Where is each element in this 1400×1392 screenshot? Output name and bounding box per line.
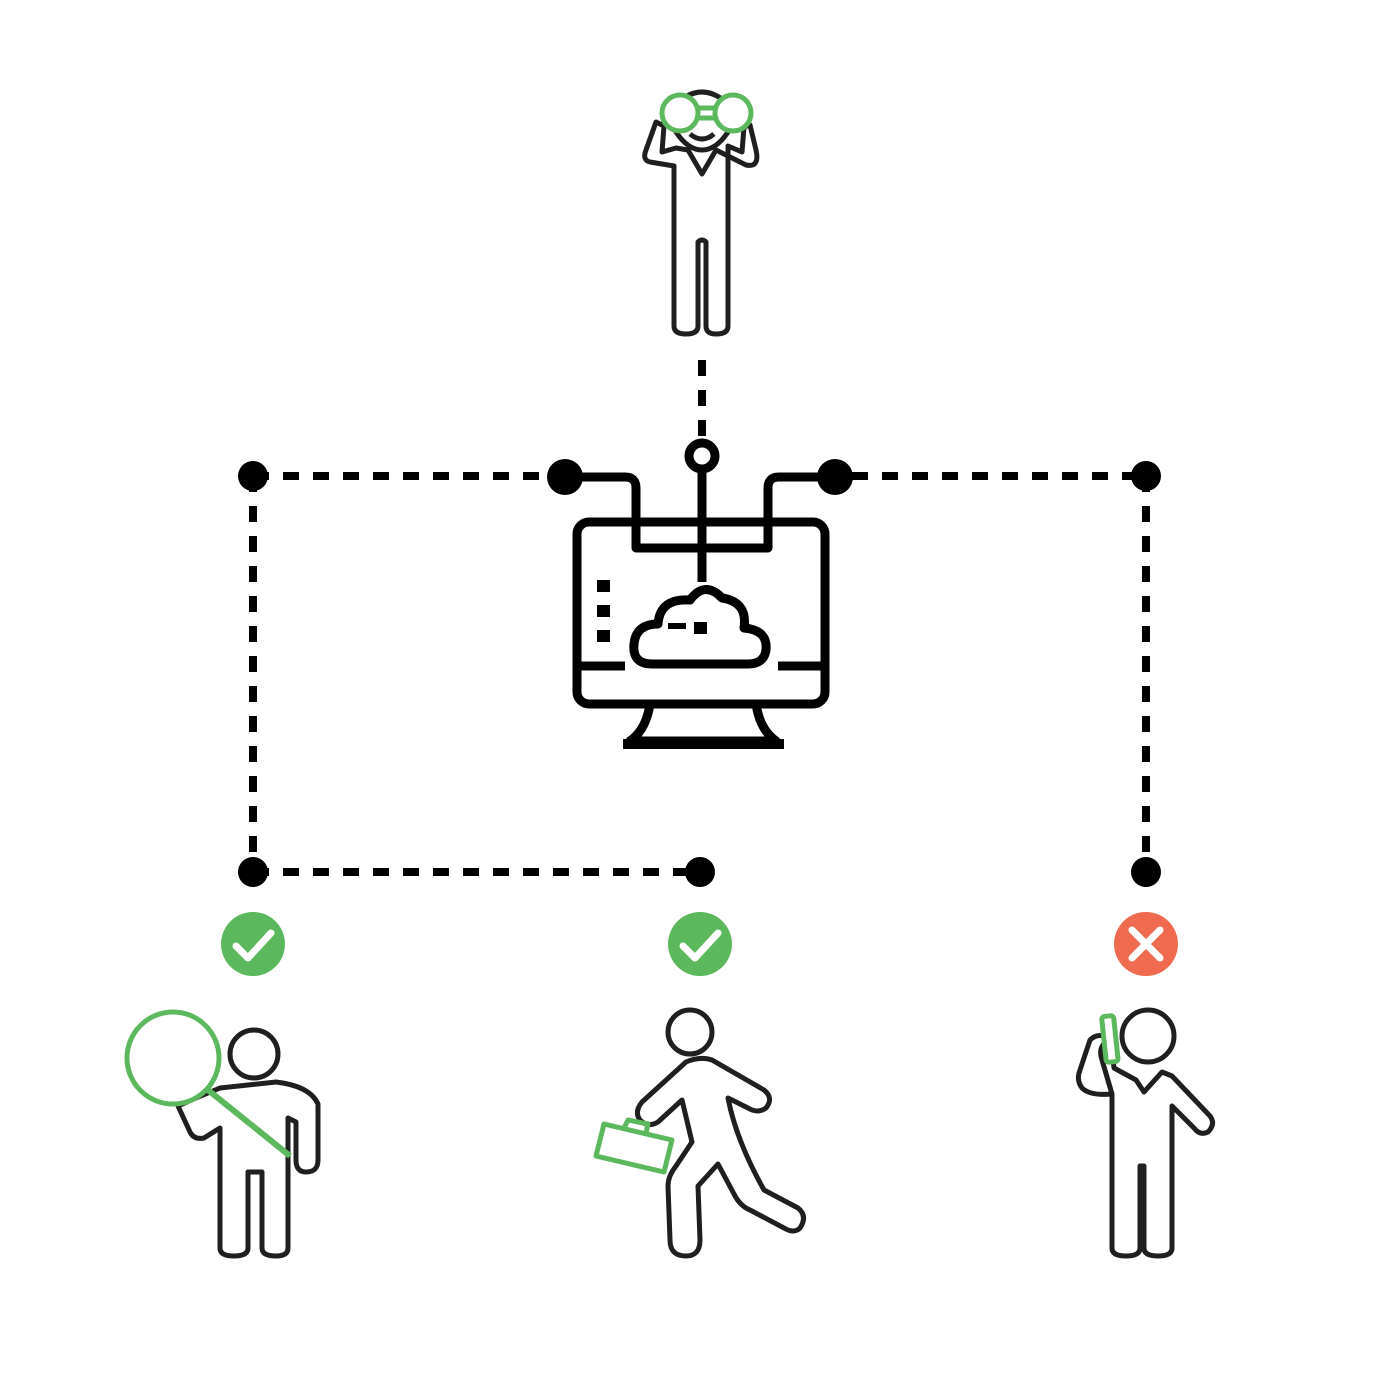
dot-bottom-middle: [685, 857, 715, 887]
briefcase-icon: [593, 1117, 675, 1175]
connector-lines: [249, 360, 1150, 876]
person-walking-briefcase-icon: [593, 1007, 806, 1259]
person-binoculars-icon: [642, 89, 760, 337]
phone-icon: [1099, 1013, 1121, 1065]
magnifier-icon: [124, 1009, 292, 1159]
dot-top-left: [238, 461, 268, 491]
dot-bottom-right: [1131, 857, 1161, 887]
status-badge-right: [1114, 912, 1178, 976]
monitor-side-nodes: [547, 459, 853, 495]
dot-top-right: [1131, 461, 1161, 491]
check-icon: [232, 929, 275, 962]
person-phone-icon: [1075, 1007, 1216, 1259]
junction-dots: [238, 461, 1161, 887]
person-magnifier-icon: [124, 1009, 321, 1259]
check-icon: [679, 929, 722, 962]
node-left: [547, 459, 583, 495]
monitor-cloud-network-icon: [565, 438, 835, 749]
cross-icon: [1128, 926, 1164, 962]
dot-bottom-left: [238, 857, 268, 887]
status-badge-middle: [668, 912, 732, 976]
node-right: [817, 459, 853, 495]
status-badge-left: [221, 912, 285, 976]
binoculars-icon: [659, 92, 754, 134]
